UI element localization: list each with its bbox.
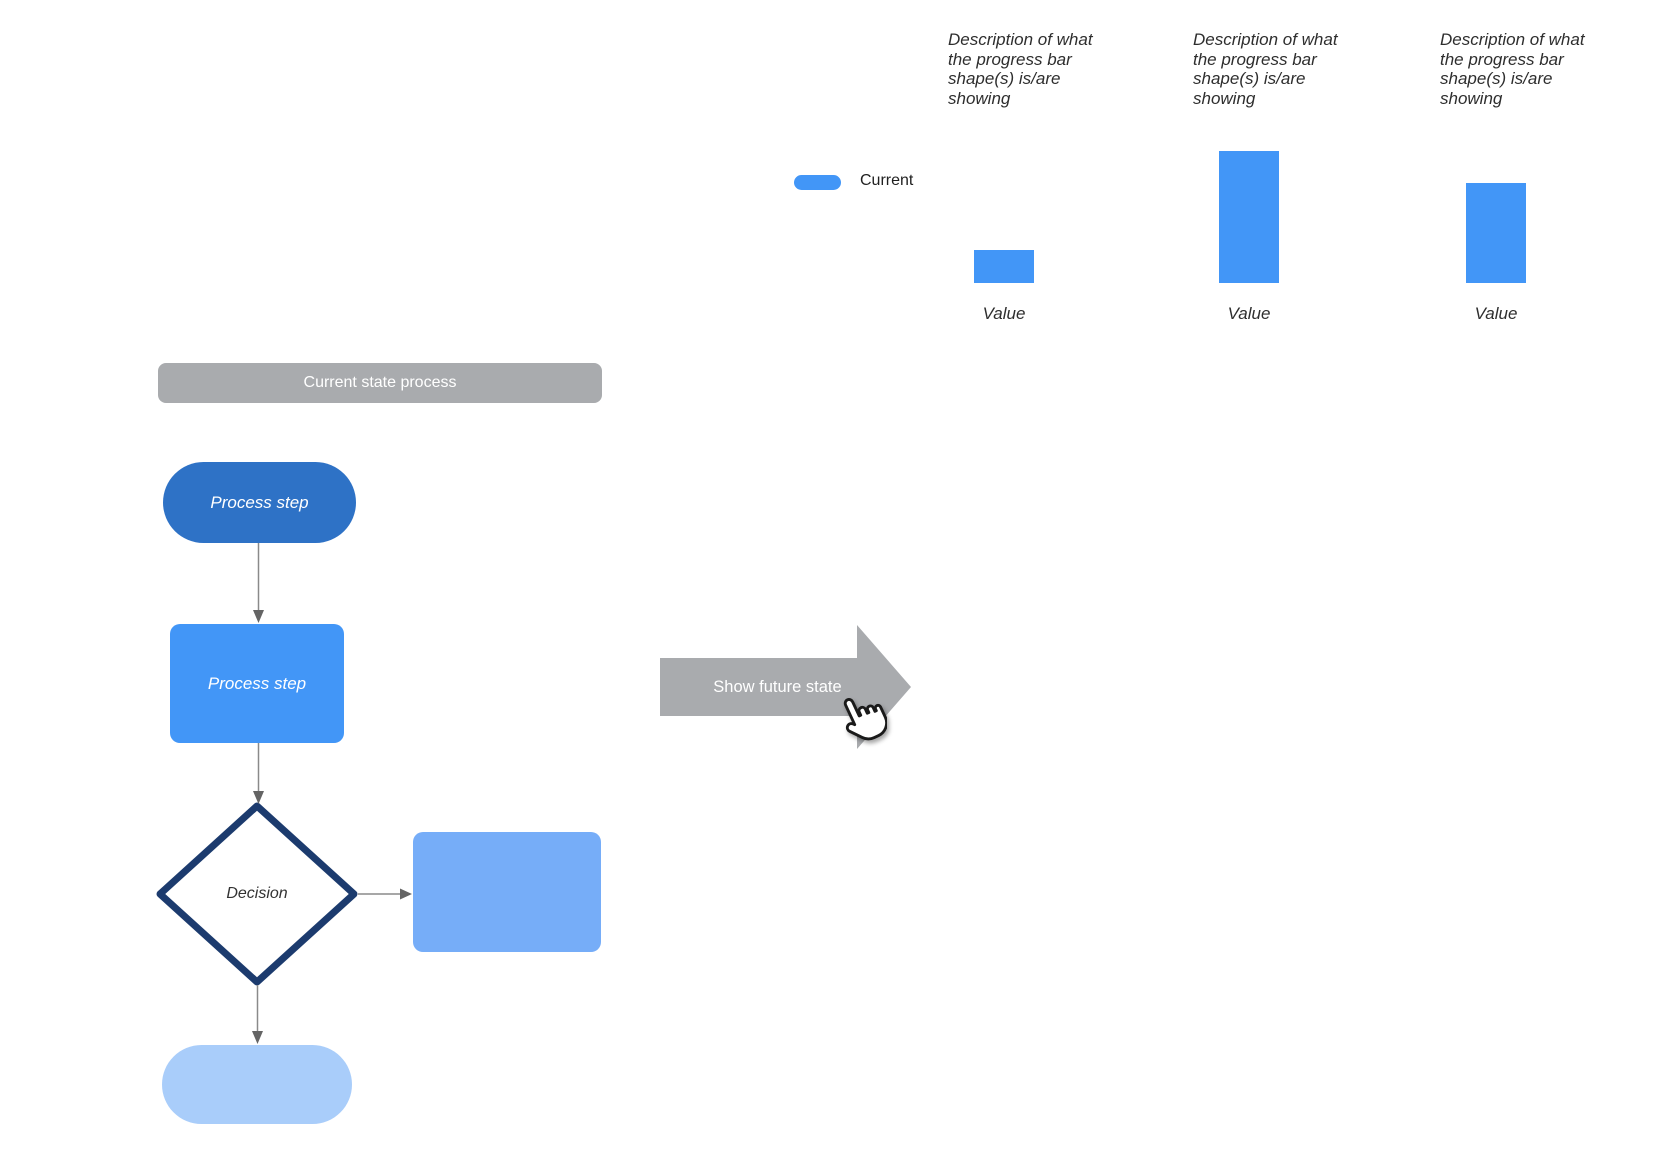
connector-arrow-right <box>358 888 412 900</box>
progress-description: Description of what the progress bar sha… <box>1440 30 1585 108</box>
decision-diamond-outline[interactable] <box>156 802 358 986</box>
hand-cursor-icon <box>843 698 887 741</box>
process-step-label: Process step <box>207 673 307 693</box>
legend-label: Current <box>860 172 914 189</box>
cta-label[interactable]: Show future state <box>713 677 842 696</box>
progress-description: Description of what the progress bar sha… <box>1193 30 1338 108</box>
end-shape[interactable] <box>162 1045 352 1124</box>
progress-column-2: Description of what the progress bar sha… <box>1193 30 1383 326</box>
connector-arrow-down-3 <box>252 985 263 1044</box>
cta-arrow-shape[interactable] <box>660 625 911 749</box>
progress-bar-shape[interactable] <box>974 250 1034 283</box>
progress-column-3: Description of what the progress bar sha… <box>1440 30 1630 326</box>
show-future-state-arrow[interactable] <box>650 618 920 758</box>
branch-result-shape[interactable] <box>413 832 601 952</box>
progress-description: Description of what the progress bar sha… <box>948 30 1093 108</box>
flowchart-title: Current state process <box>303 374 457 391</box>
process-step-label: Process step <box>210 492 309 512</box>
progress-column-1: Description of what the progress bar sha… <box>948 30 1138 326</box>
connector-arrow-down-2 <box>253 743 264 804</box>
connector-arrow-down-1 <box>253 543 264 623</box>
flowchart-title-bar[interactable]: Current state process <box>158 363 602 403</box>
progress-bar-shape[interactable] <box>1219 151 1279 283</box>
decision-label: Decision <box>226 885 288 902</box>
process-step-shape[interactable]: Process step <box>170 624 344 743</box>
decision-diamond-shape[interactable] <box>150 796 364 992</box>
process-step-start-shape[interactable]: Process step <box>163 462 356 543</box>
progress-bar-shape[interactable] <box>1466 183 1526 283</box>
legend-swatch[interactable] <box>794 175 841 190</box>
value-label: Value <box>1474 304 1518 323</box>
value-label: Value <box>982 304 1026 323</box>
value-label: Value <box>1227 304 1271 323</box>
